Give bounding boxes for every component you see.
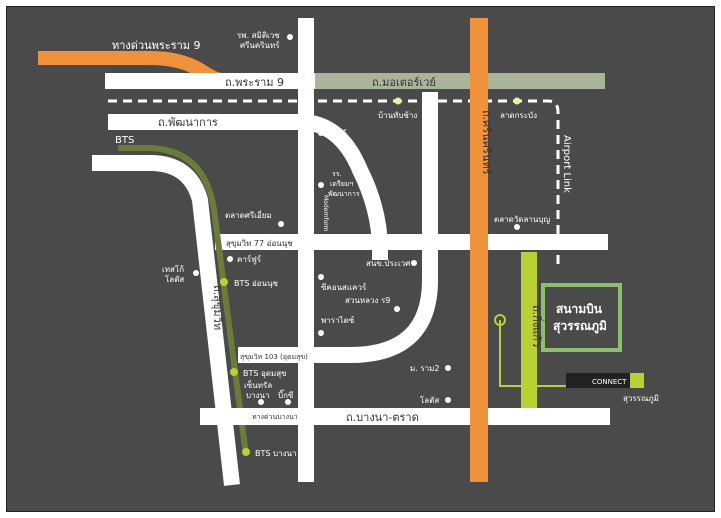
school-label-2: เตรียมฯ [330, 180, 353, 188]
lat-krabang-label: ลาดกระบัง [500, 111, 537, 120]
bigc-dot [285, 399, 291, 405]
samitivej-label-2: ศรีนครินทร์ [240, 40, 280, 50]
map-panel [6, 6, 715, 512]
paradise-label: พาราไดซ์ [321, 315, 355, 325]
motorway-road [315, 73, 605, 89]
carrefour-label: คาร์ฟูร์ [237, 254, 262, 265]
tesco-label-1: เทสโก้ [162, 264, 184, 274]
central-label-1: เซ็นทรัล [244, 380, 272, 390]
connect-logo-text: CONNECT [592, 378, 627, 386]
central-label-2: บางนา [246, 391, 269, 400]
lotus-label: โลตัส [420, 395, 439, 405]
station-bangna-dot [242, 448, 250, 456]
airport-name-2: สุวรรณภูมิ [553, 319, 607, 334]
sukhumvit77-label: สุขุมวิท 77 อ่อนนุช [226, 239, 293, 248]
connect-logo-accent [630, 373, 644, 388]
romklao-road [470, 18, 488, 482]
paradise-dot [318, 330, 324, 336]
phatthanakan-label: ถ.พัฒนาการ [158, 116, 218, 129]
bigc-label: บิ๊กซี [278, 389, 294, 400]
bangna-expressway-label: ทางด่วนบางนา [252, 413, 298, 421]
jusco-dot [318, 130, 324, 136]
suan-luang-label: สวนหลวง ร9 [345, 296, 390, 305]
sukhumvit-label: ถ.สุขุมวิท [211, 285, 224, 330]
connect-logo-box [566, 373, 644, 388]
kingkaew-label: ถ.กิ่งแก้ว [530, 305, 545, 347]
talat-si-iam-dot [278, 221, 284, 227]
srinakarin-label: ถ.ศรีนครินทร์ [480, 110, 493, 175]
station-bangna-label: BTS บางนา [255, 449, 296, 458]
station-udomsuk-dot [230, 368, 238, 376]
talat-si-iam-label: ตลาดศรีเอี่ยม [225, 209, 272, 220]
samitivej-label-1: รพ. สมิติเวช [237, 31, 280, 40]
kingkaew-road [521, 252, 537, 408]
lat-krabang-dot [513, 97, 521, 105]
bts-line [118, 145, 249, 456]
school-label-3: พัฒนาการ [328, 190, 360, 198]
ram2-label: ม. ราม2 [410, 364, 440, 373]
modernform-label: Modernform [322, 195, 329, 232]
bangna-trad-road [200, 408, 610, 425]
seacon-dot [318, 274, 324, 280]
tesco-dot [193, 270, 199, 276]
ram2-dot [445, 365, 451, 371]
ban-thap-chang-dot [394, 97, 402, 105]
rama9-label: ถ.พระราม 9 [225, 76, 284, 89]
talat-wat-label: ตลาดวัดลานบุญ [494, 215, 550, 224]
airport-box [541, 283, 622, 352]
station-onnut-label: BTS อ่อนนุช [234, 279, 279, 288]
carrefour-dot [227, 256, 233, 262]
sukhumvit77-road [215, 234, 608, 250]
phatthanakan-road [108, 114, 388, 260]
airport-link-line [108, 99, 560, 270]
connect-route [499, 320, 566, 387]
motorway-label: ถ.มอเตอร์เวย์ [372, 76, 436, 89]
bts-label: BTS [115, 135, 134, 146]
samor-dot [411, 260, 417, 266]
school-label-1: รร. [332, 170, 342, 178]
connect-start-dot [494, 314, 506, 326]
ban-thap-chang-label: บ้านทับช้าง [378, 111, 417, 120]
samor-label: สนข.ประเวศ [366, 259, 410, 268]
station-udomsuk-label: BTS อุดมสุข [243, 369, 287, 378]
rama9-road [105, 73, 315, 89]
central-dot [258, 399, 264, 405]
airport-name-1: สนามบิน [556, 302, 603, 316]
suan-luang-dot [394, 306, 400, 312]
sukhumvit-road [92, 155, 240, 486]
jusco-label: จัสโก้ [328, 128, 347, 138]
connect-station-label: สุวรรณภูมิ [623, 394, 659, 404]
bangna-trad-label: ถ.บางนา-ตราด [346, 411, 419, 424]
samitivej-dot [287, 34, 293, 40]
talat-wat-dot [514, 224, 520, 230]
seacon-label: ซีคอนสแควร์ [321, 282, 367, 292]
rama9-expressway-label: ทางด่วนพระราม 9 [112, 39, 201, 52]
school-dot [318, 182, 324, 188]
sukhumvit103-label: สุขุมวิท 103 (อุดมสุข) [240, 353, 308, 361]
station-onnut-dot [220, 278, 228, 286]
airport-link-label: Airport Link [561, 135, 572, 193]
loop-road [238, 92, 438, 363]
lotus-dot [445, 397, 451, 403]
tesco-label-2: โลตัส [165, 274, 184, 284]
